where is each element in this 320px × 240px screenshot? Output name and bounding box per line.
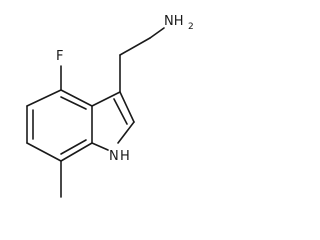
structural-formula: F NH 2 N H (26, 14, 194, 198)
amine-subscript: 2 (188, 22, 194, 32)
bond-c7-c7a-inner (60, 139, 87, 155)
structure-canvas: F NH 2 N H (26, 14, 194, 198)
bond-c2-n1 (117, 121, 135, 144)
bond-c3-c2 (119, 91, 135, 123)
bond-c4-c5 (26, 89, 62, 107)
indole-nitrogen-label: N (109, 149, 119, 164)
bond-c3a-c3 (91, 91, 121, 107)
bond-c6-c7 (26, 142, 62, 162)
indole-hydrogen-label: H (120, 149, 130, 164)
bond-c3-c2-inner (113, 98, 128, 125)
bond-ch2-ch2 (119, 37, 151, 56)
bond-n1-c7a (91, 142, 109, 151)
bond-c3a-c4-inner (60, 96, 87, 110)
bond-c3a-c4 (60, 89, 93, 107)
amine-label: NH (164, 14, 184, 29)
fluorine-label: F (56, 49, 63, 64)
bond-c7-c7a (60, 142, 93, 162)
bond-ch2-nh2 (149, 27, 165, 39)
